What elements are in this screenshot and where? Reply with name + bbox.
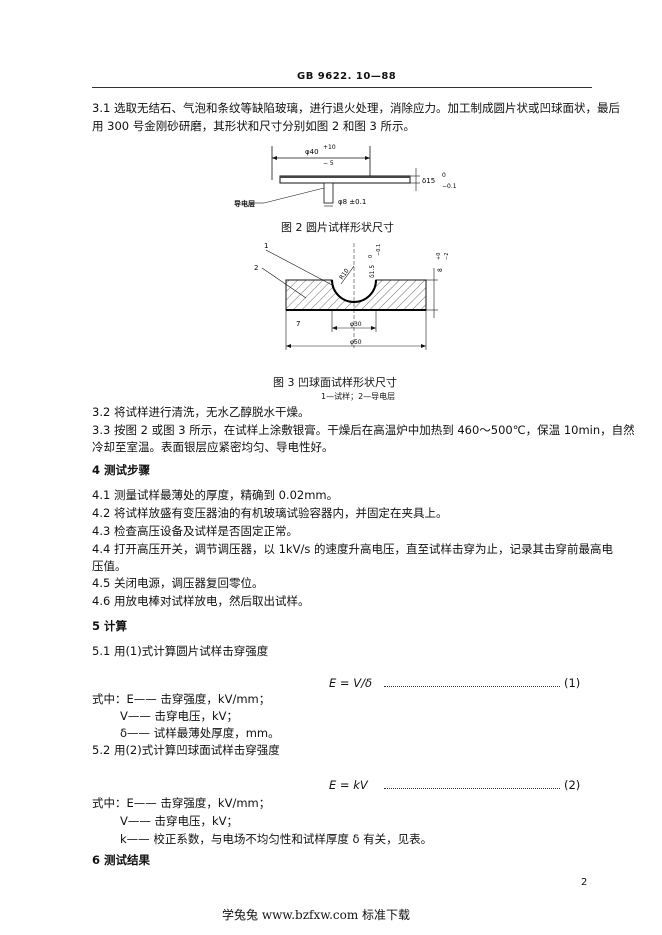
fig3-num-1: 1	[264, 242, 268, 250]
section-4-title: 4 测试步骤	[92, 463, 151, 477]
step-4-1: 4.1 测量试样最薄处的厚度，精确到 0.02mm。	[92, 488, 339, 502]
fig2-thickness-tol-up: 0	[442, 172, 446, 179]
fig3-height: 8	[437, 268, 444, 272]
fig3-depth-tol-up: 0	[368, 255, 374, 258]
equation-1: E = V/δ	[329, 676, 372, 690]
fig2-side-label: 导电层	[234, 200, 255, 208]
step-4-6: 4.6 用放电棒对试样放电，然后取出试样。	[92, 594, 310, 608]
fig3-depth-tol-dn: −0.1	[376, 244, 382, 256]
footer-watermark: 学兔兔 www.bzfxw.com 标准下载	[222, 908, 411, 922]
step-4-2: 4.2 将试样放盛有变压器油的有机玻璃试验容器内，并固定在夹具上。	[92, 506, 448, 520]
step-4-4: 4.4 打开高压开关，调节调压器，以 1kV/s 的速度升高电压，直至试样击穿为…	[92, 542, 613, 556]
para-5-2: 5.2 用(2)式计算凹球面试样击穿强度	[92, 743, 280, 757]
equation-1-leader	[384, 686, 560, 687]
step-4-4-cont: 压值。	[92, 559, 127, 573]
fig2-electrode: φ8 ±0.1	[338, 198, 366, 206]
step-4-5: 4.5 关闭电源，调压器复回零位。	[92, 576, 264, 590]
para-3-3-line1: 3.3 按图 2 或图 3 所示，在试样上涂敷银膏。干燥后在高温炉中加热到 46…	[92, 423, 635, 437]
where-2-line1: 式中：E—— 击穿强度，kV/mm；	[92, 796, 271, 810]
equation-2-number: (2)	[564, 778, 581, 792]
para-3-3-line2: 冷却至室温。表面银层应紧密均匀、导电性好。	[92, 440, 334, 454]
figure-3-caption: 图 3 凹球面试样形状尺寸	[273, 376, 397, 389]
para-5-1: 5.1 用(1)式计算圆片试样击穿强度	[92, 644, 269, 658]
fig3-num-7: 7	[296, 320, 300, 328]
where-1-line3: δ—— 试样最薄处厚度，mm。	[120, 726, 280, 740]
equation-2-leader	[384, 788, 560, 789]
where-1-line2: V—— 击穿电压，kV；	[120, 709, 239, 723]
para-3-1-line1: 3.1 选取无结石、气泡和条纹等缺陷玻璃，进行退火处理，消除应力。加工制成圆片状…	[92, 101, 620, 115]
step-4-3: 4.3 检查高压设备及试样是否固定正常。	[92, 524, 298, 538]
fig2-dim-top-tol: +10	[323, 144, 336, 151]
fig3-depth: δ1.5	[369, 265, 376, 278]
page-number: 2	[581, 877, 588, 888]
where-1-line1: 式中：E—— 击穿强度，kV/mm；	[92, 692, 271, 706]
standard-header: GB 9622. 10—88	[297, 71, 397, 82]
figure-3-drawing: 1 2 R10 δ1.5 0 −0.1 8 +0 −2 φ30 φ50 7	[254, 242, 450, 350]
fig3-num-2: 2	[254, 264, 258, 272]
para-3-2: 3.2 将试样进行清洗，无水乙醇脱水干燥。	[92, 405, 310, 419]
fig2-thickness: δ15	[422, 177, 435, 185]
fig2-dim-top: φ40	[305, 148, 319, 156]
figure-2-drawing: φ40 +10 − 5 δ15 0 −0.1 φ8 ±0.1	[254, 144, 457, 207]
fig3-d30: φ30	[350, 321, 362, 328]
equation-2: E = kV	[329, 778, 368, 792]
para-3-1-line2: 用 300 号金刚砂研磨，其形状和尺寸分别如图 2 和图 3 所示。	[92, 119, 416, 133]
equation-1-number: (1)	[564, 676, 581, 690]
section-6-title: 6 测试结果	[92, 853, 151, 867]
fig2-dim-top-tol2: − 5	[323, 160, 334, 167]
fig3-radius: R10	[338, 267, 351, 281]
figure-3-legend: 1—试样；2—导电层	[321, 392, 396, 401]
where-2-line2: V—— 击穿电压，kV；	[120, 814, 239, 828]
section-5-title: 5 计算	[92, 619, 128, 633]
fig3-height-tol-up: +0	[436, 253, 442, 260]
where-2-line3: k—— 校正系数，与电场不均匀性和试样厚度 δ 有关，见表。	[120, 832, 433, 846]
figure-2-caption: 图 2 圆片试样形状尺寸	[281, 221, 394, 234]
header-rule	[92, 87, 592, 88]
fig3-d50: φ50	[350, 339, 362, 346]
fig3-height-tol-dn: −2	[444, 253, 450, 260]
fig2-thickness-tol-dn: −0.1	[442, 183, 457, 190]
